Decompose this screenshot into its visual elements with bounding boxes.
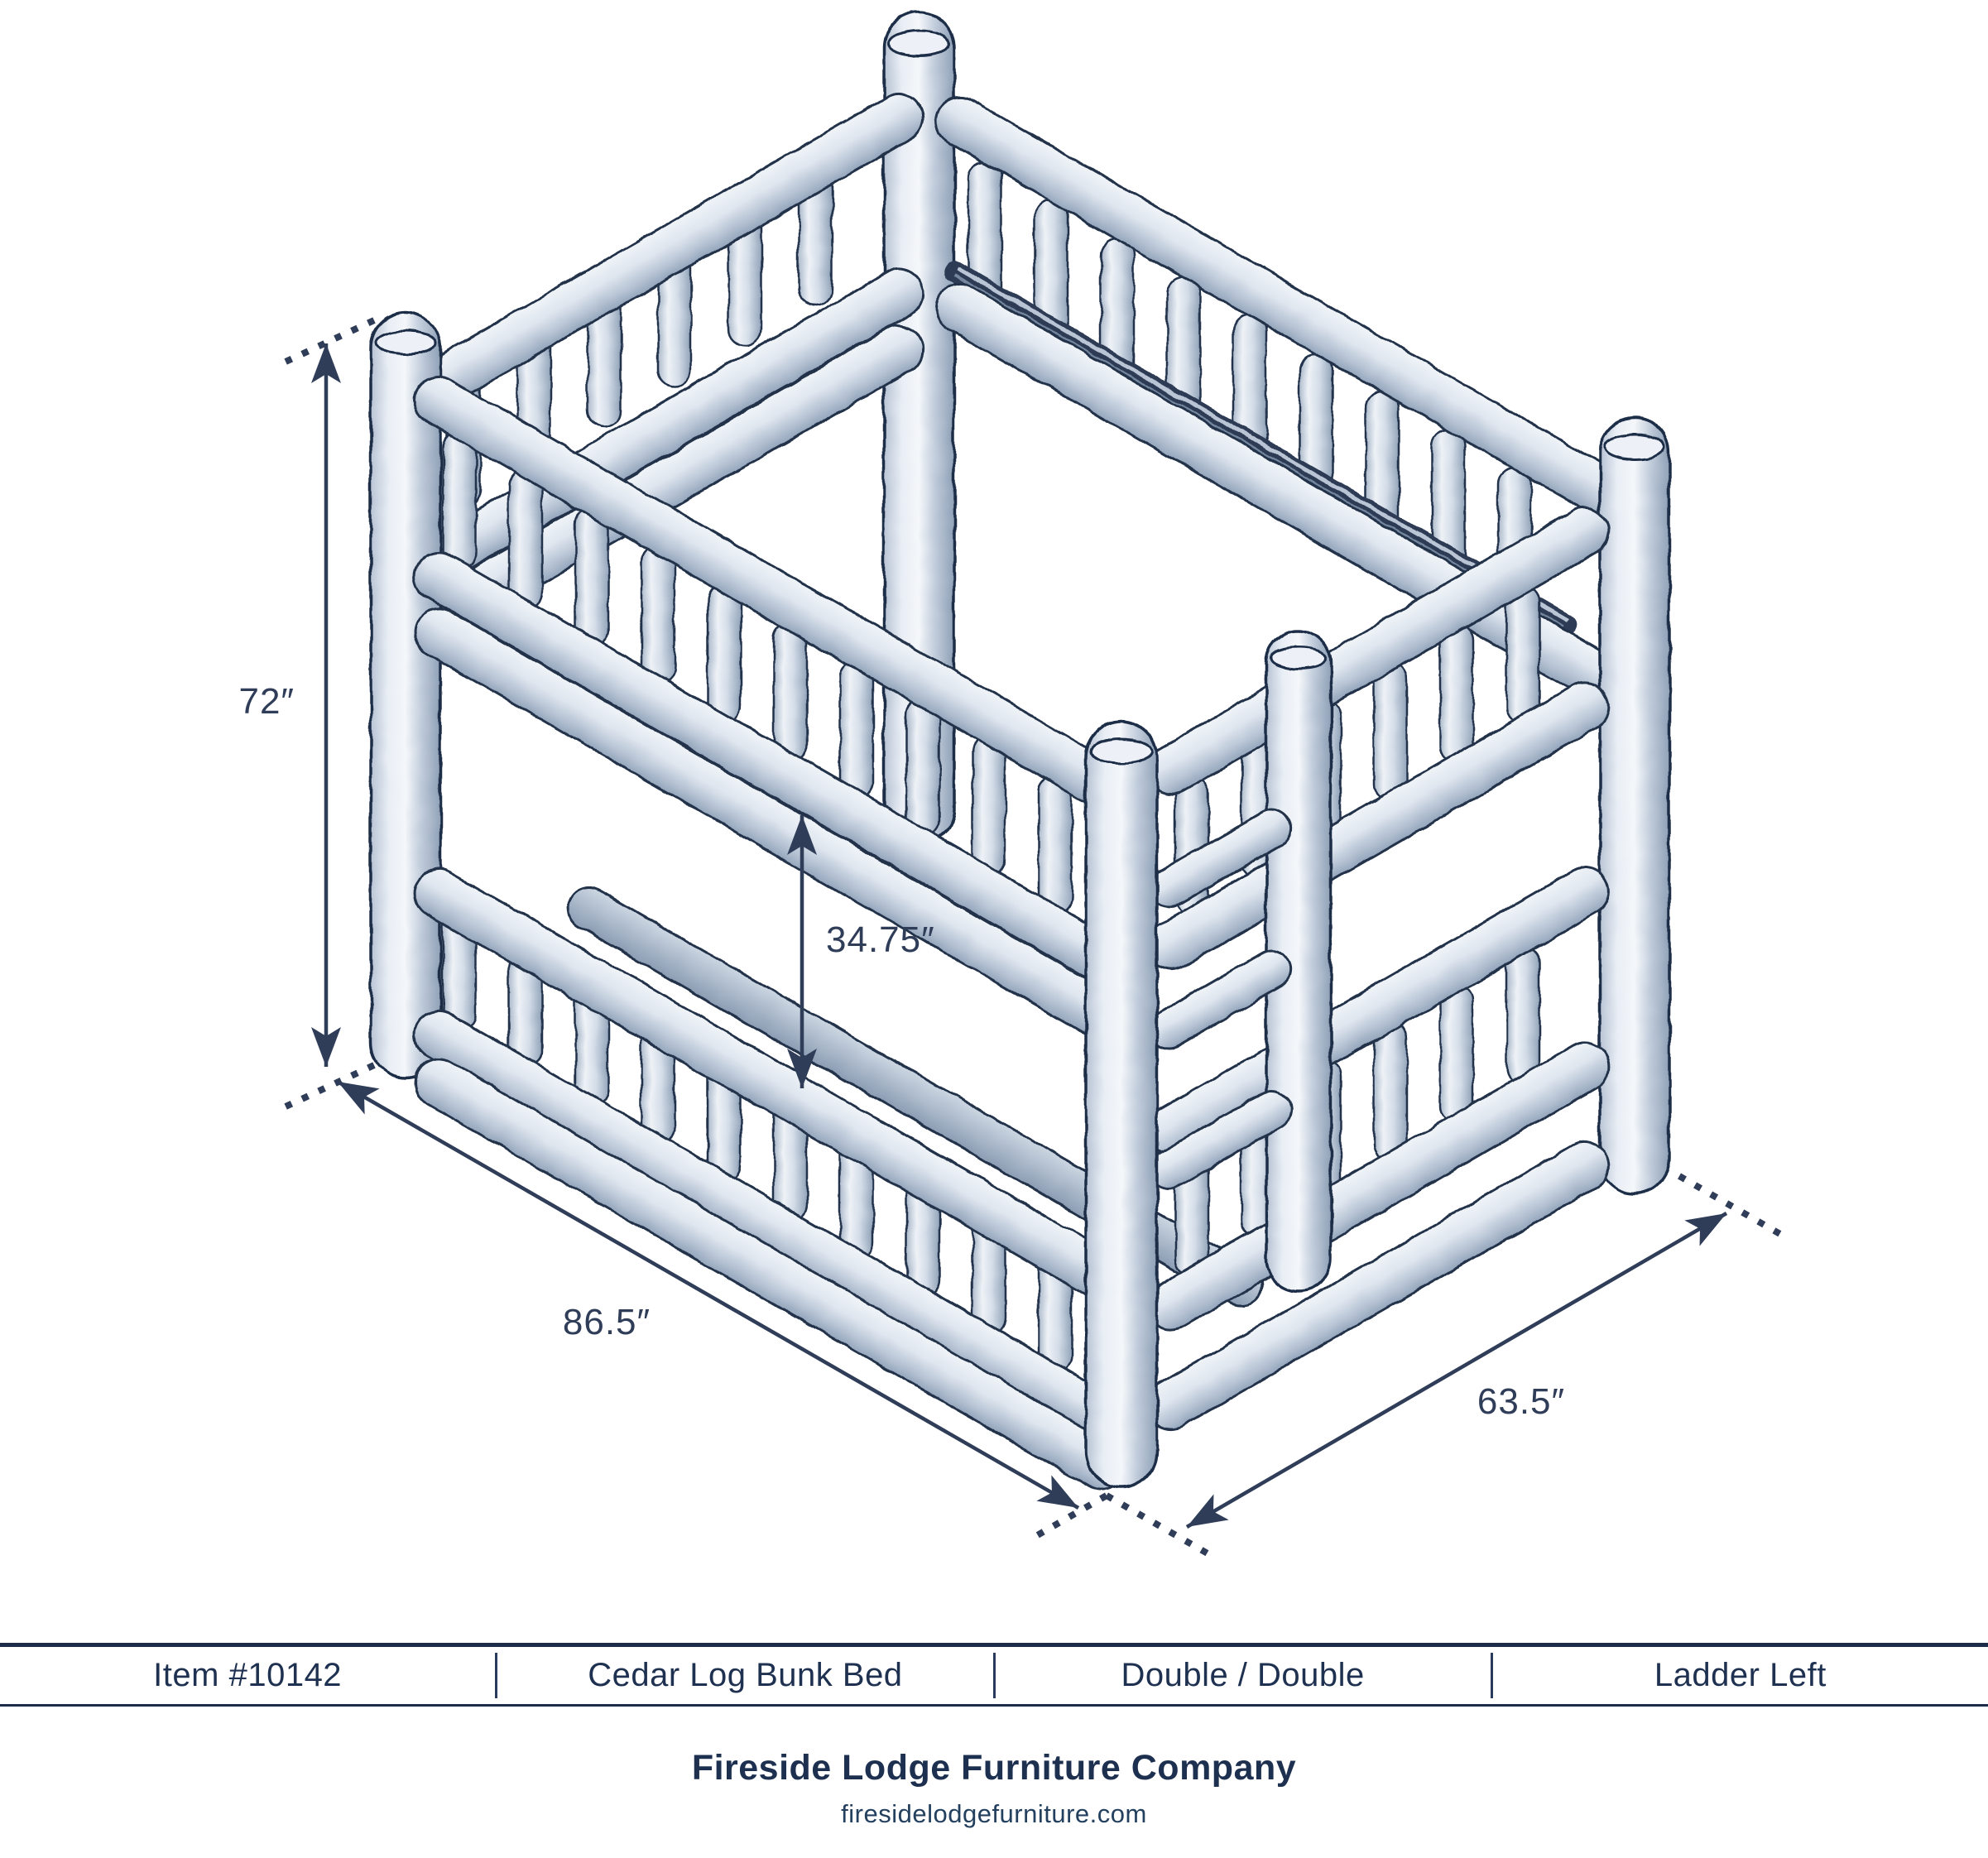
table-divider (1490, 1653, 1493, 1698)
post-front-cap (1089, 737, 1154, 766)
spindle (441, 430, 478, 572)
dimension-label-clearance: 34.75″ (826, 919, 935, 960)
spindle (905, 697, 941, 839)
spec-product-name: Cedar Log Bunk Bed (588, 1657, 903, 1693)
company-name: Fireside Lodge Furniture Company (691, 1748, 1297, 1788)
spec-ladder-position: Ladder Left (1654, 1657, 1827, 1693)
dimension-line-length (336, 1080, 1080, 1510)
spindle (1438, 622, 1475, 765)
bunk-support-highlight (956, 266, 1569, 623)
post-front (1084, 720, 1159, 1489)
rail-front-floor-lower (413, 1058, 1126, 1491)
post-rear-cap (886, 29, 951, 57)
spindle (1037, 773, 1073, 915)
extension-line-depth-right (1678, 1173, 1786, 1240)
bed-illustration (369, 11, 1671, 1491)
dimension-label-height: 72″ (238, 681, 295, 722)
extension-line-length-front (1027, 1492, 1108, 1544)
extension-line-height-bottom (281, 1062, 376, 1111)
ladder-stile-cap (1270, 646, 1328, 670)
post-back-left-cap (374, 329, 437, 356)
spec-item-number: Item #10142 (153, 1657, 343, 1693)
spindle (1438, 982, 1475, 1125)
table-divider (495, 1653, 498, 1698)
spec-table: Item #10142 Cedar Log Bunk Bed Double / … (0, 1643, 1988, 1707)
table-divider (992, 1653, 996, 1698)
spindle (1372, 660, 1409, 803)
post-right (1598, 416, 1671, 1195)
dimension-annotations: 72″ 34.75″ 86.5″ 63.5″ (238, 317, 1786, 1560)
spindle (1505, 583, 1541, 726)
dimension-line-depth (1185, 1212, 1728, 1529)
spec-size: Double / Double (1121, 1657, 1365, 1693)
extension-line-height-top (281, 317, 376, 367)
spindle (640, 544, 676, 686)
spindle (574, 506, 610, 648)
extension-line-depth-front (1105, 1492, 1215, 1560)
spindle (1505, 944, 1541, 1087)
dimension-label-length: 86.5″ (563, 1302, 651, 1342)
company-website-link[interactable]: firesidelodgefurniture.com (841, 1799, 1147, 1828)
spindle (507, 468, 544, 610)
spindle (838, 659, 875, 801)
dimension-label-depth: 63.5″ (1477, 1381, 1565, 1422)
spindle (971, 735, 1007, 877)
spindle (772, 621, 809, 763)
post-right-cap (1603, 433, 1666, 461)
spindle (1372, 1020, 1409, 1163)
post-back-left (369, 311, 442, 1079)
spindle (706, 583, 742, 725)
